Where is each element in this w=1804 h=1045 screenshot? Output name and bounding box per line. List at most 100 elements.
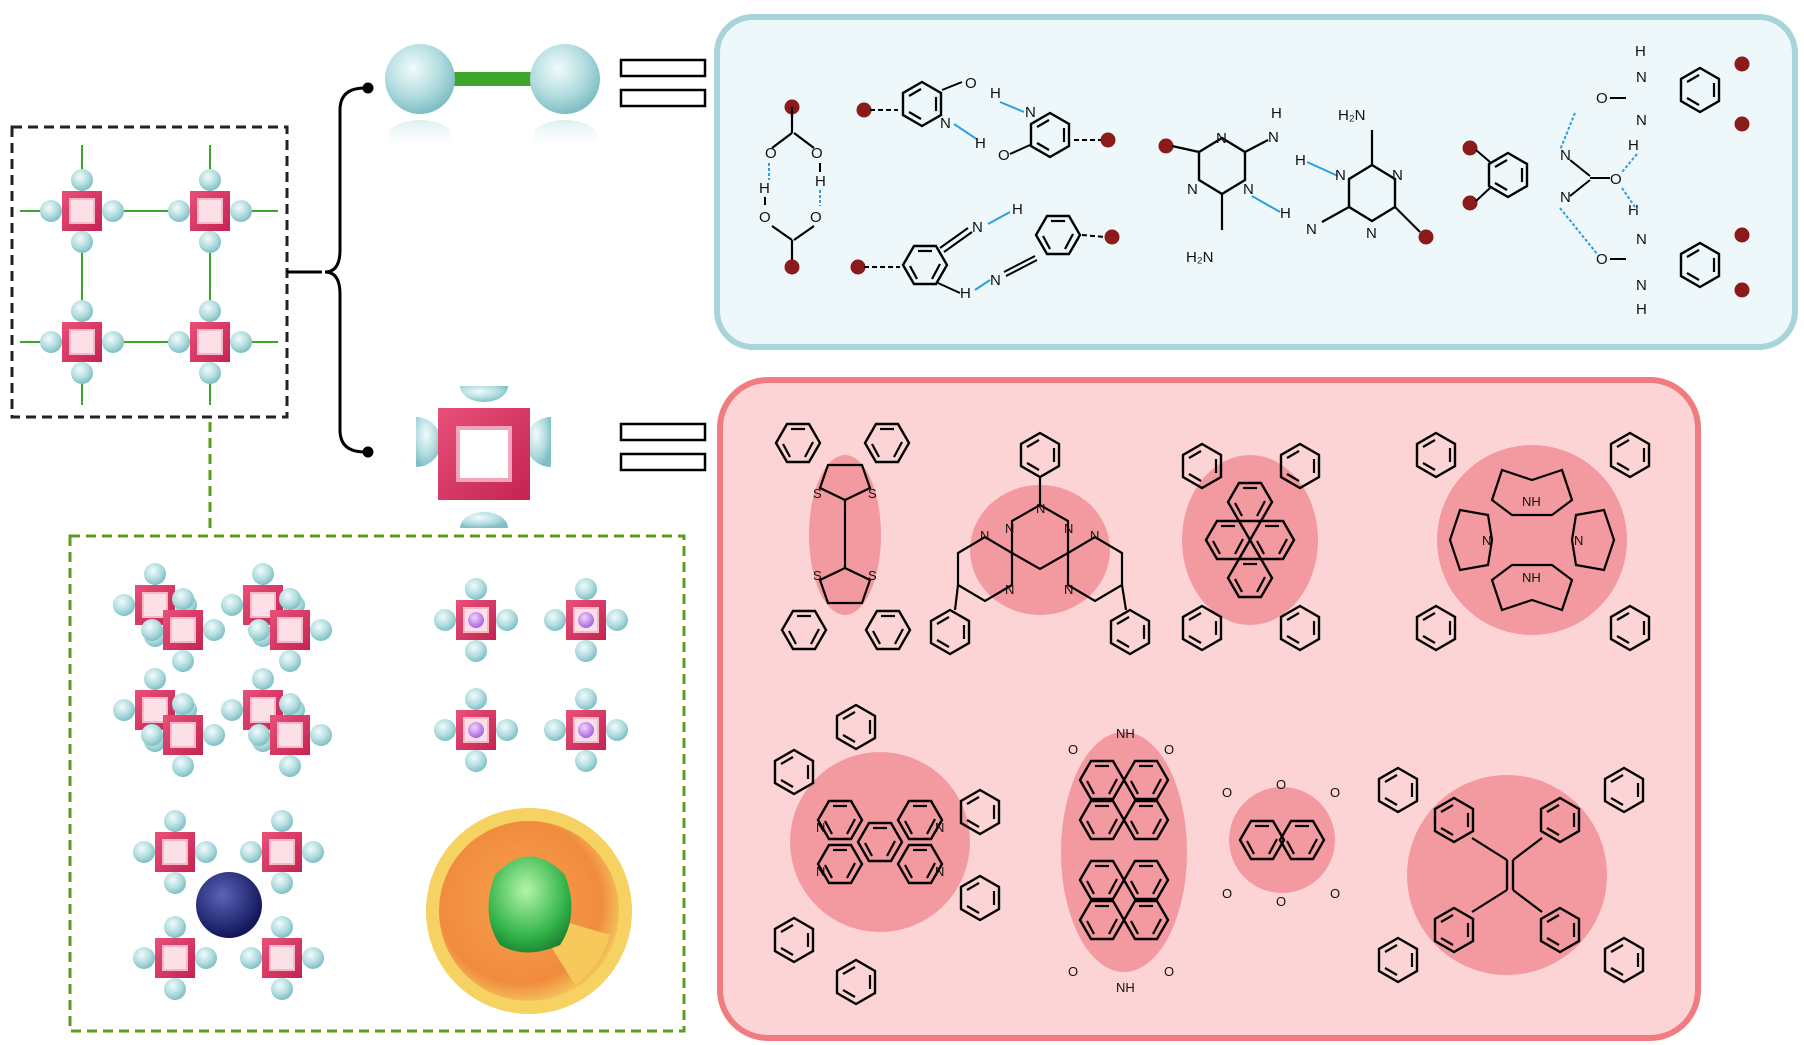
atom-label: N [972, 219, 983, 236]
atom-label: O [1068, 742, 1078, 757]
atom-label: N [1636, 69, 1647, 86]
atom-label: N [1243, 181, 1254, 198]
group-label: NH [1116, 980, 1135, 995]
atom-label: O [1330, 886, 1340, 901]
atom-label: O [1596, 251, 1608, 268]
hbond-motifs-box: O O H H O O N O H H O [714, 14, 1798, 350]
atom-label: H [1271, 105, 1282, 122]
nitrile-dimer: N H H N [850, 201, 1120, 302]
atom-label: N [1636, 112, 1647, 129]
atom-label: H [1295, 152, 1306, 169]
atom-label: N [1090, 528, 1099, 543]
lattice-with-encapsulated-sphere [132, 809, 325, 1001]
atom-label: N [1560, 189, 1571, 206]
atom-label: O [1276, 777, 1286, 792]
atom-label: N [1064, 582, 1073, 597]
framework-lattice-box [10, 125, 289, 419]
atom-label: N [1636, 277, 1647, 294]
lattice-grid [20, 145, 278, 405]
atom-label: O [765, 145, 777, 162]
interpenetrated-lattice [112, 562, 333, 778]
atom-label: H [1012, 201, 1023, 218]
atom-label: N [980, 528, 989, 543]
group-label: NH [1116, 726, 1135, 741]
atom-label: H [1635, 43, 1646, 60]
triphenyl-heptazine: N N N N N N N [929, 431, 1151, 656]
atom-label: O [810, 209, 822, 226]
group-label: H₂N [1338, 107, 1366, 124]
tetrabiphenyl-ethylene [1377, 766, 1645, 984]
atom-label: H [1636, 301, 1647, 318]
lattice-with-guests [433, 577, 629, 773]
atom-label: O [998, 147, 1010, 164]
branch-bracket [287, 82, 374, 458]
atom-label: N [1036, 501, 1045, 516]
atom-label: H [1280, 205, 1291, 222]
atom-label: S [868, 486, 877, 501]
atom-label: N [1268, 129, 1279, 146]
carboxylic-acid-dimer: O O H H O O [759, 99, 826, 275]
atom-label: O [1222, 785, 1232, 800]
atom-label: N [1560, 147, 1571, 164]
atom-label: H [990, 85, 1001, 102]
atom-label: N [1574, 533, 1583, 548]
equivalence-symbol-top [619, 58, 707, 108]
tetraphenyl-ttf: S S S S [774, 422, 912, 651]
group-label: NH [1522, 494, 1541, 509]
atom-label: N [1335, 167, 1346, 184]
atom-label: O [1276, 894, 1286, 909]
atom-label: O [1610, 171, 1622, 188]
atom-label: N [816, 820, 825, 835]
benzimidazolone-trimer: N N O H N O N H H N O N H [1462, 43, 1750, 318]
atom-label: N [1482, 533, 1491, 548]
atom-label: N [1025, 104, 1036, 121]
linker-dumbbell [385, 44, 600, 152]
node-square [416, 386, 551, 528]
atom-label: N [816, 864, 825, 879]
atom-label: S [868, 568, 877, 583]
atom-label: O [1164, 742, 1174, 757]
atom-label: O [1164, 964, 1174, 979]
hexaphenyl-diazapentacene: N N N N [773, 703, 1001, 1006]
atom-label: O [1068, 964, 1078, 979]
core-shell-sphere [426, 808, 632, 1014]
atom-label: N [1187, 181, 1198, 198]
perylene-diimide: O O NH O O NH [1068, 726, 1174, 995]
planar-cores-box: S S S S N N N N N N N [717, 377, 1701, 1041]
atom-label: N [1636, 231, 1647, 248]
atom-label: N [935, 864, 944, 879]
atom-label: H [759, 180, 770, 197]
atom-label: O [1330, 785, 1340, 800]
pyridone-dimer: N O H H O N [856, 75, 1116, 164]
group-label: H₂N [1186, 249, 1214, 266]
atom-label: N [1392, 167, 1403, 184]
atom-label: N [1306, 221, 1317, 238]
atom-label: S [813, 568, 822, 583]
atom-label: H [815, 173, 826, 190]
atom-label: O [965, 75, 977, 92]
atom-label: H [1628, 202, 1639, 219]
atom-label: N [940, 115, 951, 132]
atom-label: N [990, 272, 1001, 289]
equivalence-symbol-bottom [619, 422, 707, 472]
atom-label: N [1366, 225, 1377, 242]
melamine-dimer: N N N N H H H H₂N N N N H₂N N [1158, 105, 1434, 266]
atom-label: O [1222, 886, 1232, 901]
applications-box [68, 422, 686, 1033]
tetraphenyl-porphyrin: NH NH N N [1415, 431, 1651, 652]
atom-label: O [1596, 90, 1608, 107]
naphthalene-dianhydride: O O O O O O [1222, 777, 1340, 909]
atom-label: S [813, 486, 822, 501]
atom-label: N [1005, 582, 1014, 597]
atom-label: N [1216, 130, 1227, 147]
atom-label: N [1064, 521, 1073, 536]
atom-label: O [759, 209, 771, 226]
atom-label: H [1628, 137, 1639, 154]
group-label: NH [1522, 570, 1541, 585]
atom-label: N [1005, 521, 1014, 536]
atom-label: H [960, 285, 971, 302]
atom-label: N [935, 820, 944, 835]
atom-label: O [811, 145, 823, 162]
atom-label: H [975, 135, 986, 152]
